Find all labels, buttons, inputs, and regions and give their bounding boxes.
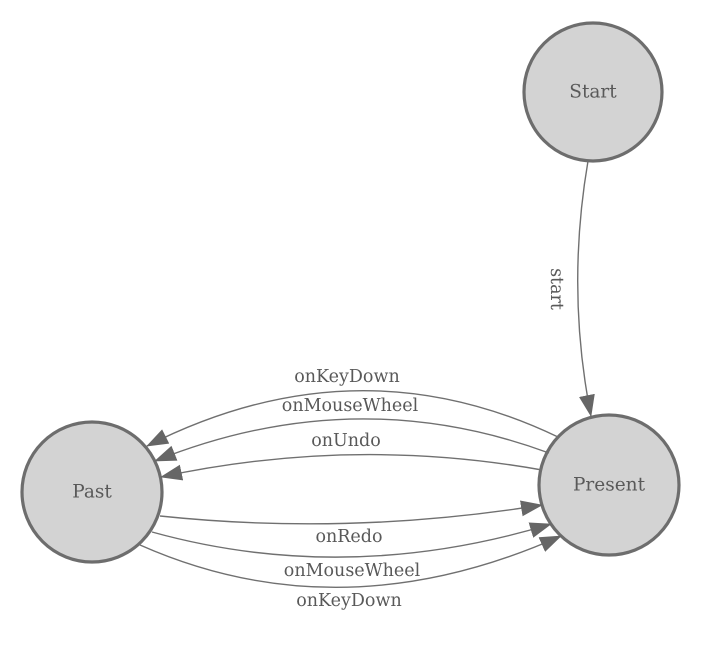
- transition-edge-past-to-present: onMouseWheel: [151, 522, 552, 581]
- transition-path: [154, 418, 550, 462]
- transition-edge-present-to-past: onUndo: [160, 431, 543, 481]
- transition-path: [146, 390, 559, 447]
- transition-edge-past-to-present: onKeyDown: [139, 535, 562, 611]
- transition-path: [577, 160, 595, 417]
- state-label-start: Start: [569, 82, 617, 103]
- transition-edge-past-to-present: onRedo: [159, 500, 543, 547]
- transition-label: start: [546, 268, 566, 310]
- state-circle-past: [20, 420, 164, 564]
- transition-label: onMouseWheel: [284, 561, 421, 581]
- state-node-past: Past: [20, 420, 164, 564]
- transition-path: [151, 522, 552, 558]
- state-circle-present: [537, 413, 681, 557]
- transition-path: [139, 535, 562, 588]
- transition-edge-present-to-past: onKeyDown: [146, 367, 559, 447]
- state-node-present: Present: [537, 413, 681, 557]
- state-label-present: Present: [573, 475, 646, 496]
- state-label-past: Past: [72, 482, 112, 503]
- transition-edge-start-to-present: start: [546, 160, 595, 417]
- transition-label: onUndo: [311, 431, 381, 451]
- transition-label: onKeyDown: [296, 591, 401, 611]
- transition-path: [159, 500, 543, 525]
- transition-edge-present-to-past: onMouseWheel: [154, 396, 550, 462]
- state-circle-start: [522, 21, 664, 163]
- transition-label: onKeyDown: [294, 367, 399, 387]
- transition-label: onMouseWheel: [282, 396, 419, 416]
- state-node-start: Start: [522, 21, 664, 163]
- transition-path: [160, 453, 543, 481]
- transition-label: onRedo: [315, 527, 382, 547]
